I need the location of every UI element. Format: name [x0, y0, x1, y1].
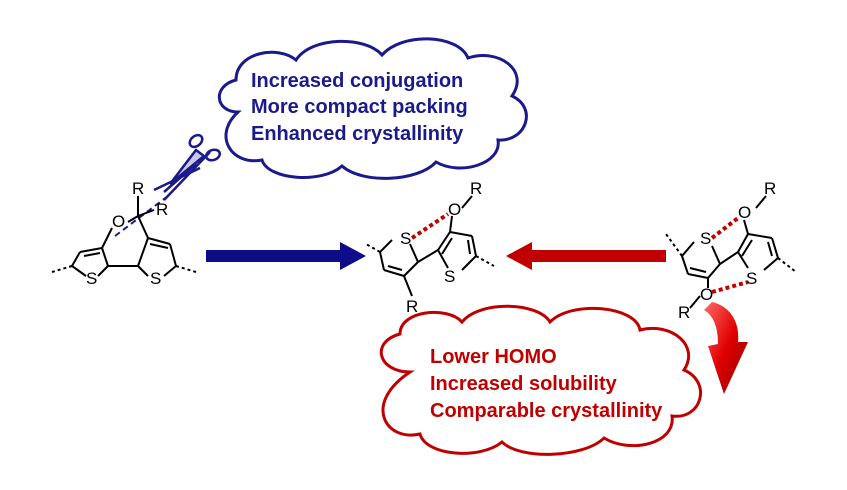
right-atom-R-top: R [764, 179, 776, 198]
center-sulfur-oxygen-contact [410, 212, 450, 240]
scissors-icon [153, 133, 222, 201]
center-atom-O: O [448, 200, 461, 219]
left-molecule [51, 196, 197, 277]
center-atom-R-top: R [470, 179, 482, 198]
right-upper-sulfur-oxygen-contact [710, 216, 740, 240]
right-atom-S-left: S [700, 229, 711, 248]
top-cloud-line-2: More compact packing [251, 96, 468, 118]
top-cloud: Increased conjugation More compact packi… [217, 37, 528, 180]
bottom-cloud-line-2: Increased solubility [430, 373, 618, 395]
left-arrow [506, 242, 666, 270]
cut-line [114, 195, 169, 237]
right-arrow [206, 242, 366, 270]
left-atom-O: O [112, 212, 125, 231]
right-molecule [665, 195, 797, 309]
left-atom-S2: S [150, 269, 161, 288]
center-molecule [365, 195, 495, 297]
center-atom-R-bottom: R [406, 297, 418, 316]
bottom-cloud-outline [379, 304, 702, 456]
bottom-cloud-line-1: Lower HOMO [430, 346, 557, 368]
left-atom-R-right: R [156, 200, 168, 219]
top-cloud-line-3: Enhanced crystallinity [251, 123, 464, 145]
bottom-cloud-line-3: Comparable crystallinity [430, 400, 663, 422]
left-atom-S1: S [86, 269, 97, 288]
right-atom-O-top: O [738, 203, 751, 222]
right-atom-O-bottom: O [700, 285, 713, 304]
right-atom-R-bottom: R [678, 303, 690, 322]
curved-down-arrow [704, 302, 748, 394]
center-atom-S2: S [444, 267, 455, 286]
top-cloud-line-1: Increased conjugation [251, 70, 463, 92]
right-atom-S-right: S [746, 269, 757, 288]
top-cloud-outline [217, 37, 528, 180]
right-lower-sulfur-oxygen-contact [711, 280, 749, 294]
center-atom-S1: S [400, 229, 411, 248]
left-atom-R-top: R [132, 179, 144, 198]
bottom-cloud: Lower HOMO Increased solubility Comparab… [379, 304, 702, 456]
